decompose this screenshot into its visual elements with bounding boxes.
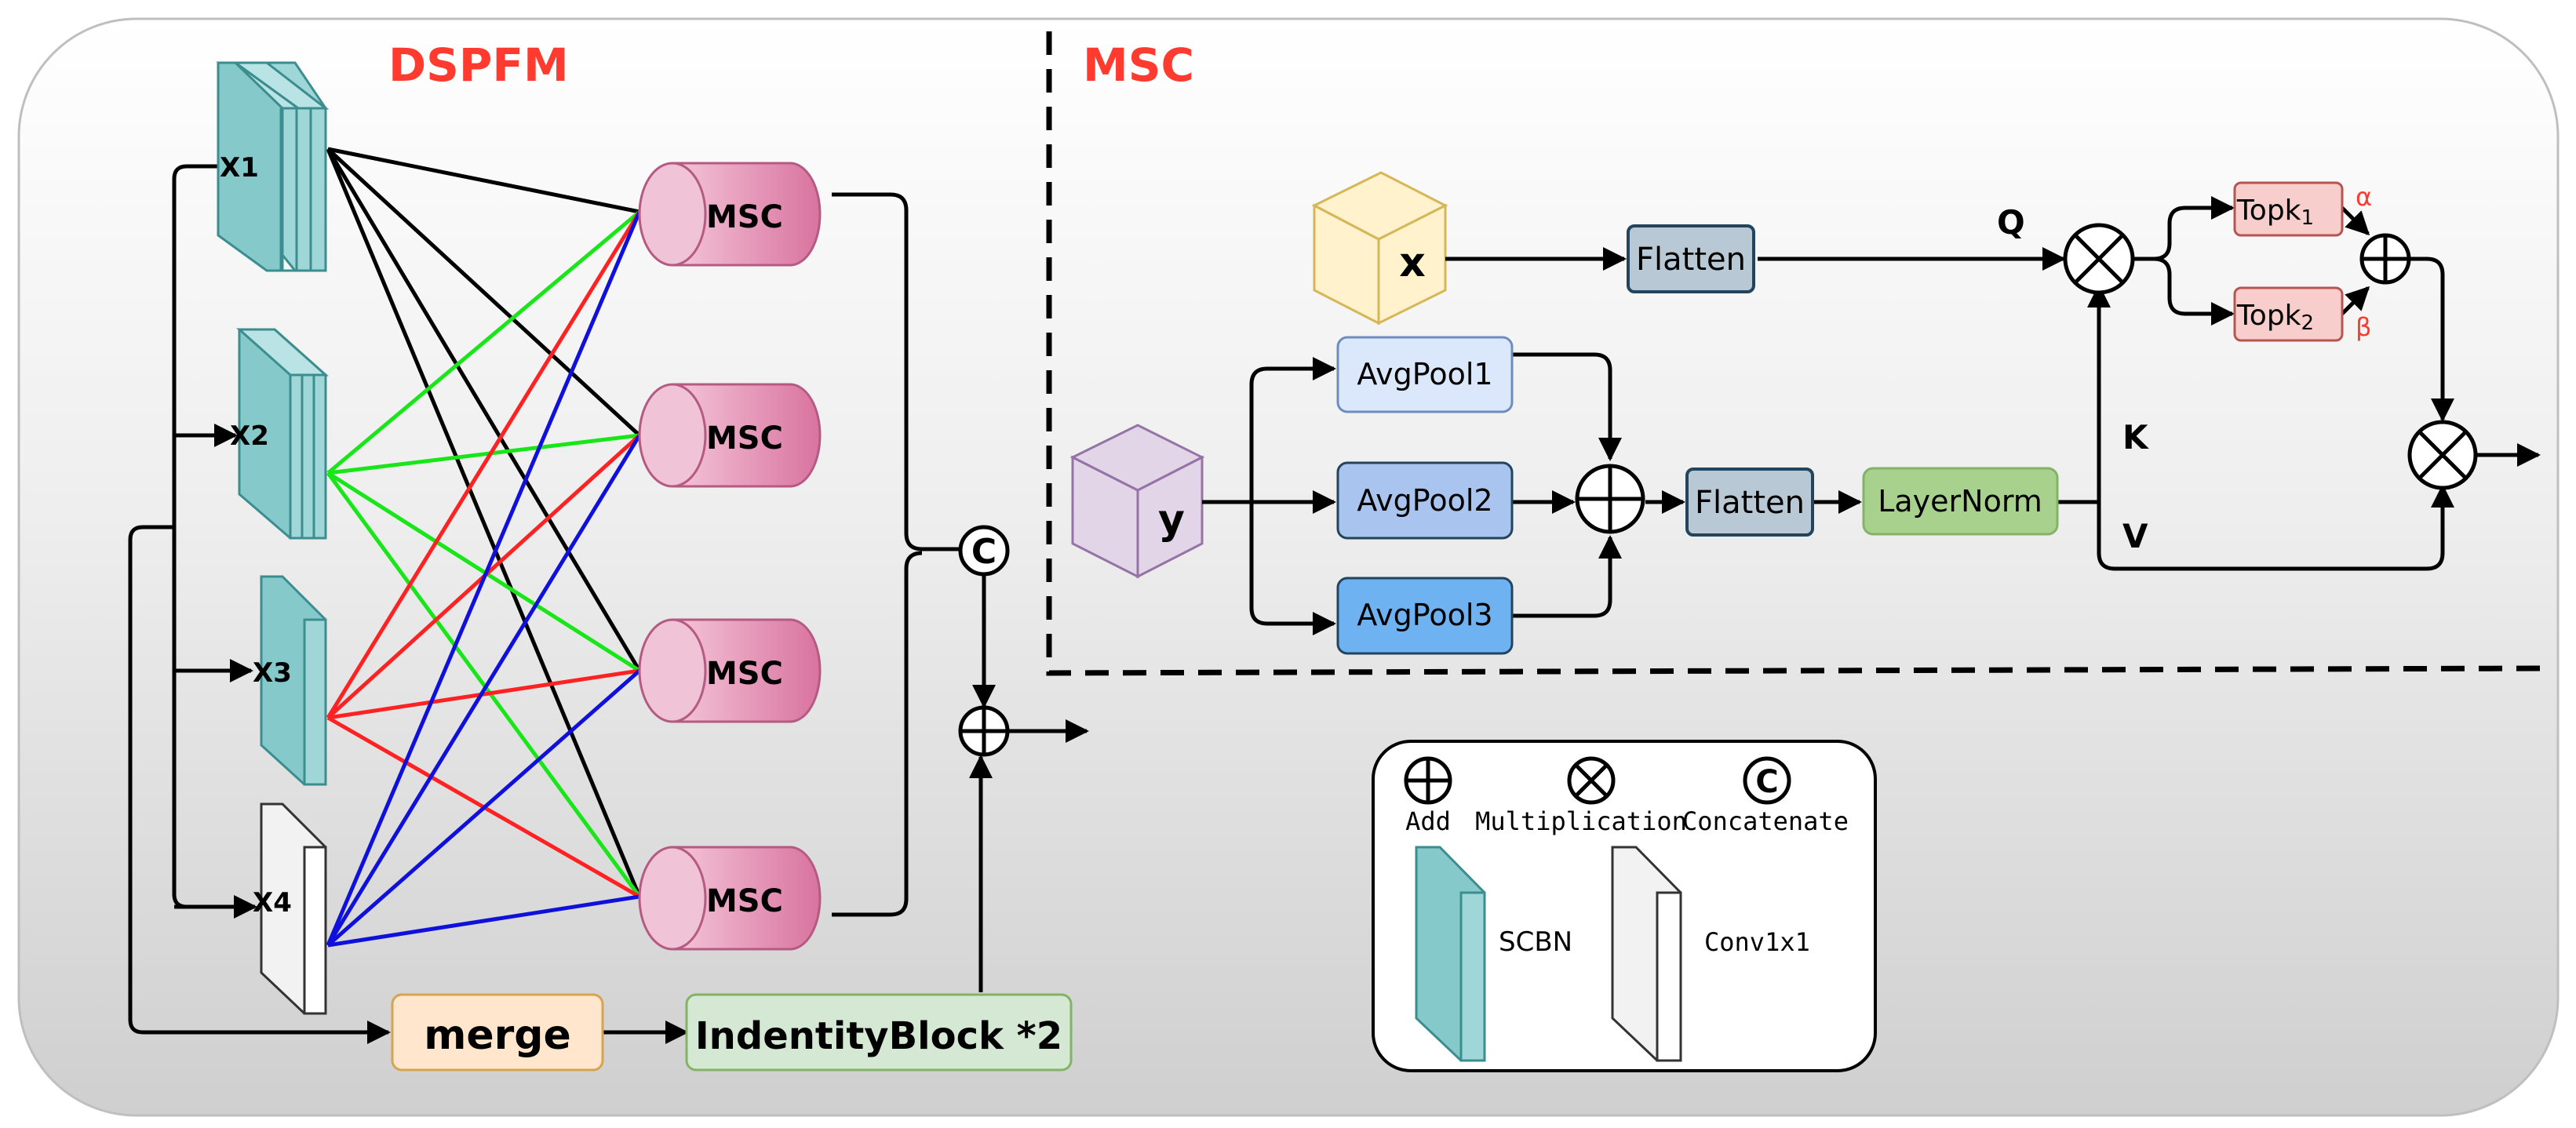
qk-multiply-node bbox=[2063, 223, 2135, 295]
x4-to-msc4-line bbox=[327, 894, 640, 948]
x2-to-msc2-line bbox=[327, 433, 640, 475]
y-cube: y bbox=[1069, 424, 1205, 579]
x4-to-msc2-line bbox=[326, 434, 642, 947]
avgpool3-label: AvgPool3 bbox=[1357, 598, 1492, 632]
y-cube-label: y bbox=[1158, 497, 1185, 544]
dspfm-add-node bbox=[958, 705, 1010, 757]
svg-text:Topk1: Topk1 bbox=[2236, 195, 2314, 230]
legend-scbn-label: SCBN bbox=[1499, 926, 1572, 958]
legend-concat-icon: C bbox=[1743, 756, 1791, 805]
layernorm-label: LayerNorm bbox=[1878, 484, 2042, 519]
concat-node: C bbox=[958, 525, 1010, 577]
merge-box: merge bbox=[391, 993, 604, 1072]
layernorm-box: LayerNorm bbox=[1862, 467, 2059, 536]
msc-block-2-label: MSC bbox=[706, 420, 783, 457]
x-cube: x bbox=[1311, 171, 1448, 326]
msc-block-2: MSC bbox=[638, 383, 822, 488]
x2-to-msc1-line bbox=[326, 210, 641, 475]
topk2-label: Topk bbox=[2236, 300, 2301, 332]
msc-flow-lines bbox=[1202, 196, 2541, 635]
msc-block-3: MSC bbox=[638, 618, 822, 723]
x4-to-msc3-line bbox=[326, 669, 641, 947]
x2-to-msc3-line bbox=[326, 471, 641, 673]
flatten-mid-label: Flatten bbox=[1695, 485, 1805, 521]
x2-scbn-block: X2 bbox=[230, 328, 329, 540]
x2-label: X2 bbox=[230, 420, 269, 452]
output-multiply-node bbox=[2407, 420, 2478, 490]
topk2-subscript: 2 bbox=[2301, 311, 2315, 335]
legend-add-label: Add bbox=[1405, 806, 1451, 836]
x1-scbn-block: X1 bbox=[216, 61, 330, 272]
legend-conv-label: Conv1x1 bbox=[1704, 927, 1810, 957]
x4-to-msc1-line bbox=[326, 211, 642, 946]
msc-cylinders: MSC MSC MSC MSC bbox=[638, 162, 822, 951]
topk-add-node bbox=[2359, 233, 2411, 285]
msc-boundary bbox=[1046, 31, 2543, 676]
legend-multiply-icon bbox=[1567, 756, 1616, 805]
output-combine-lines bbox=[603, 192, 1089, 1044]
x1-to-msc4-line bbox=[326, 148, 642, 897]
msc-block-3-label: MSC bbox=[706, 656, 783, 692]
legend-multiply-label: Multiplication bbox=[1475, 806, 1687, 836]
topk1-subscript: 1 bbox=[2301, 206, 2315, 230]
topk1-box: Topk1 bbox=[2233, 181, 2344, 237]
msc-block-4-label: MSC bbox=[706, 883, 783, 919]
dspfm-title: DSPFM bbox=[388, 38, 569, 92]
merge-label: merge bbox=[424, 1012, 571, 1059]
alpha-label: α bbox=[2356, 182, 2372, 212]
flatten-mid-box: Flatten bbox=[1685, 468, 1814, 537]
q-label: Q bbox=[1997, 203, 2025, 242]
x1-label: X1 bbox=[220, 152, 259, 184]
legend-concat-label: Concatenate bbox=[1682, 806, 1849, 836]
legend: Add Multiplication C Concatenate SCBN Co… bbox=[1372, 740, 1877, 1072]
flatten-top-box: Flatten bbox=[1627, 224, 1755, 293]
legend-concat-symbol: C bbox=[1755, 764, 1778, 800]
x4-label: X4 bbox=[253, 887, 292, 919]
svg-text:Topk2: Topk2 bbox=[2236, 300, 2314, 335]
x1-to-msc2-line bbox=[326, 147, 641, 437]
avgpool3-box: AvgPool3 bbox=[1336, 577, 1514, 655]
input-bus bbox=[128, 164, 391, 1044]
flatten-top-label: Flatten bbox=[1636, 242, 1746, 278]
msc-block-1: MSC bbox=[638, 162, 822, 267]
k-label: K bbox=[2122, 418, 2149, 457]
legend-add-icon bbox=[1404, 756, 1452, 805]
topk1-label: Topk bbox=[2236, 195, 2301, 227]
x3-label: X3 bbox=[253, 657, 292, 689]
avgpool1-label: AvgPool1 bbox=[1357, 357, 1492, 391]
msc-section-title: MSC bbox=[1083, 38, 1194, 92]
x3-scbn-block: X3 bbox=[253, 575, 327, 786]
msc-block-1-label: MSC bbox=[706, 199, 783, 235]
x3-to-msc1-line bbox=[326, 210, 642, 719]
concat-symbol: C bbox=[971, 532, 997, 572]
avgpool2-box: AvgPool2 bbox=[1336, 461, 1514, 540]
x1-to-msc3-line bbox=[326, 147, 642, 672]
topk2-box: Topk2 bbox=[2233, 286, 2344, 342]
legend-conv-icon bbox=[1611, 846, 1682, 1062]
avgpool1-box: AvgPool1 bbox=[1336, 336, 1514, 413]
beta-label: β bbox=[2356, 312, 2371, 342]
x3-to-msc3-line bbox=[327, 668, 640, 720]
identity-block-label: IndentityBlock *2 bbox=[695, 1014, 1062, 1058]
x1-to-msc1-line bbox=[327, 147, 640, 214]
identity-block-box: IndentityBlock *2 bbox=[685, 993, 1073, 1072]
msc-block-4: MSC bbox=[638, 846, 822, 951]
msc-add-node bbox=[1575, 464, 1645, 534]
x4-conv-block: X4 bbox=[253, 802, 327, 1015]
x-cube-label: x bbox=[1399, 239, 1426, 286]
diagram-panel bbox=[17, 17, 2560, 1117]
avgpool2-label: AvgPool2 bbox=[1357, 483, 1492, 518]
connection-lines bbox=[326, 147, 642, 948]
x2-to-msc4-line bbox=[326, 471, 642, 898]
v-label: V bbox=[2122, 517, 2148, 555]
legend-scbn-icon bbox=[1415, 846, 1486, 1062]
